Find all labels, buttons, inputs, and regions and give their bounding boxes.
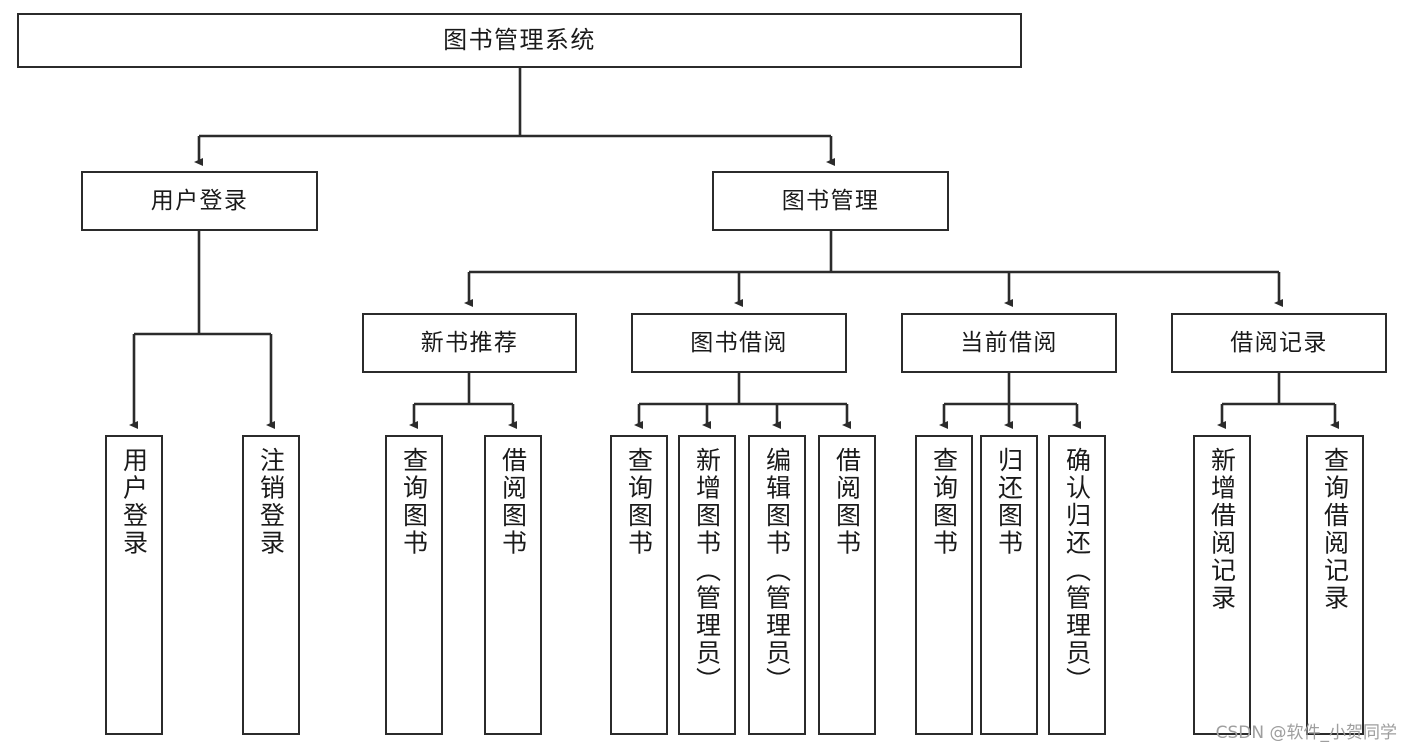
node-label: 编辑图书（管理员） bbox=[762, 447, 792, 695]
node-label: 借阅图书 bbox=[498, 447, 528, 557]
node-user-login[interactable]: 用户登录 bbox=[81, 171, 318, 231]
csdn-watermark: CSDN @软件_小贺同学 bbox=[1215, 723, 1397, 743]
leaf-borrow-record-add[interactable]: 新增借阅记录 bbox=[1193, 435, 1251, 735]
node-label: 图书管理 bbox=[781, 187, 880, 214]
node-current-borrow[interactable]: 当前借阅 bbox=[901, 313, 1117, 373]
node-label: 图书管理系统 bbox=[443, 25, 596, 54]
leaf-user-login-signout[interactable]: 注销登录 bbox=[242, 435, 300, 735]
leaf-user-login-signin[interactable]: 用户登录 bbox=[105, 435, 163, 735]
node-label: 用户登录 bbox=[119, 447, 149, 557]
node-borrow-record[interactable]: 借阅记录 bbox=[1171, 313, 1387, 373]
node-label: 查询图书 bbox=[624, 447, 654, 557]
node-book-management[interactable]: 图书管理 bbox=[712, 171, 949, 231]
node-label: 新书推荐 bbox=[420, 329, 519, 356]
node-label: 确认归还（管理员） bbox=[1062, 447, 1092, 695]
node-label: 图书借阅 bbox=[690, 329, 788, 356]
node-root-system[interactable]: 图书管理系统 bbox=[17, 13, 1022, 68]
leaf-borrow-record-query[interactable]: 查询借阅记录 bbox=[1306, 435, 1364, 735]
leaf-new-book-borrow[interactable]: 借阅图书 bbox=[484, 435, 542, 735]
node-label: 新增借阅记录 bbox=[1207, 447, 1237, 612]
leaf-current-borrow-query[interactable]: 查询图书 bbox=[915, 435, 973, 735]
node-new-book-recommend[interactable]: 新书推荐 bbox=[362, 313, 577, 373]
node-label: 新增图书（管理员） bbox=[692, 447, 722, 695]
leaf-new-book-query[interactable]: 查询图书 bbox=[385, 435, 443, 735]
node-label: 借阅图书 bbox=[832, 447, 862, 557]
leaf-book-borrow-lend[interactable]: 借阅图书 bbox=[818, 435, 876, 735]
node-label: 注销登录 bbox=[256, 447, 286, 557]
leaf-book-borrow-edit[interactable]: 编辑图书（管理员） bbox=[748, 435, 806, 735]
node-label: 借阅记录 bbox=[1230, 329, 1328, 356]
node-label: 查询借阅记录 bbox=[1320, 447, 1350, 612]
node-label: 当前借阅 bbox=[960, 329, 1058, 356]
leaf-book-borrow-query[interactable]: 查询图书 bbox=[610, 435, 668, 735]
node-label: 用户登录 bbox=[150, 187, 249, 214]
node-book-borrow[interactable]: 图书借阅 bbox=[631, 313, 847, 373]
leaf-current-borrow-return[interactable]: 归还图书 bbox=[980, 435, 1038, 735]
leaf-current-borrow-confirm-return[interactable]: 确认归还（管理员） bbox=[1048, 435, 1106, 735]
node-label: 查询图书 bbox=[399, 447, 429, 557]
node-label: 查询图书 bbox=[929, 447, 959, 557]
node-label: 归还图书 bbox=[994, 447, 1024, 557]
leaf-book-borrow-add[interactable]: 新增图书（管理员） bbox=[678, 435, 736, 735]
